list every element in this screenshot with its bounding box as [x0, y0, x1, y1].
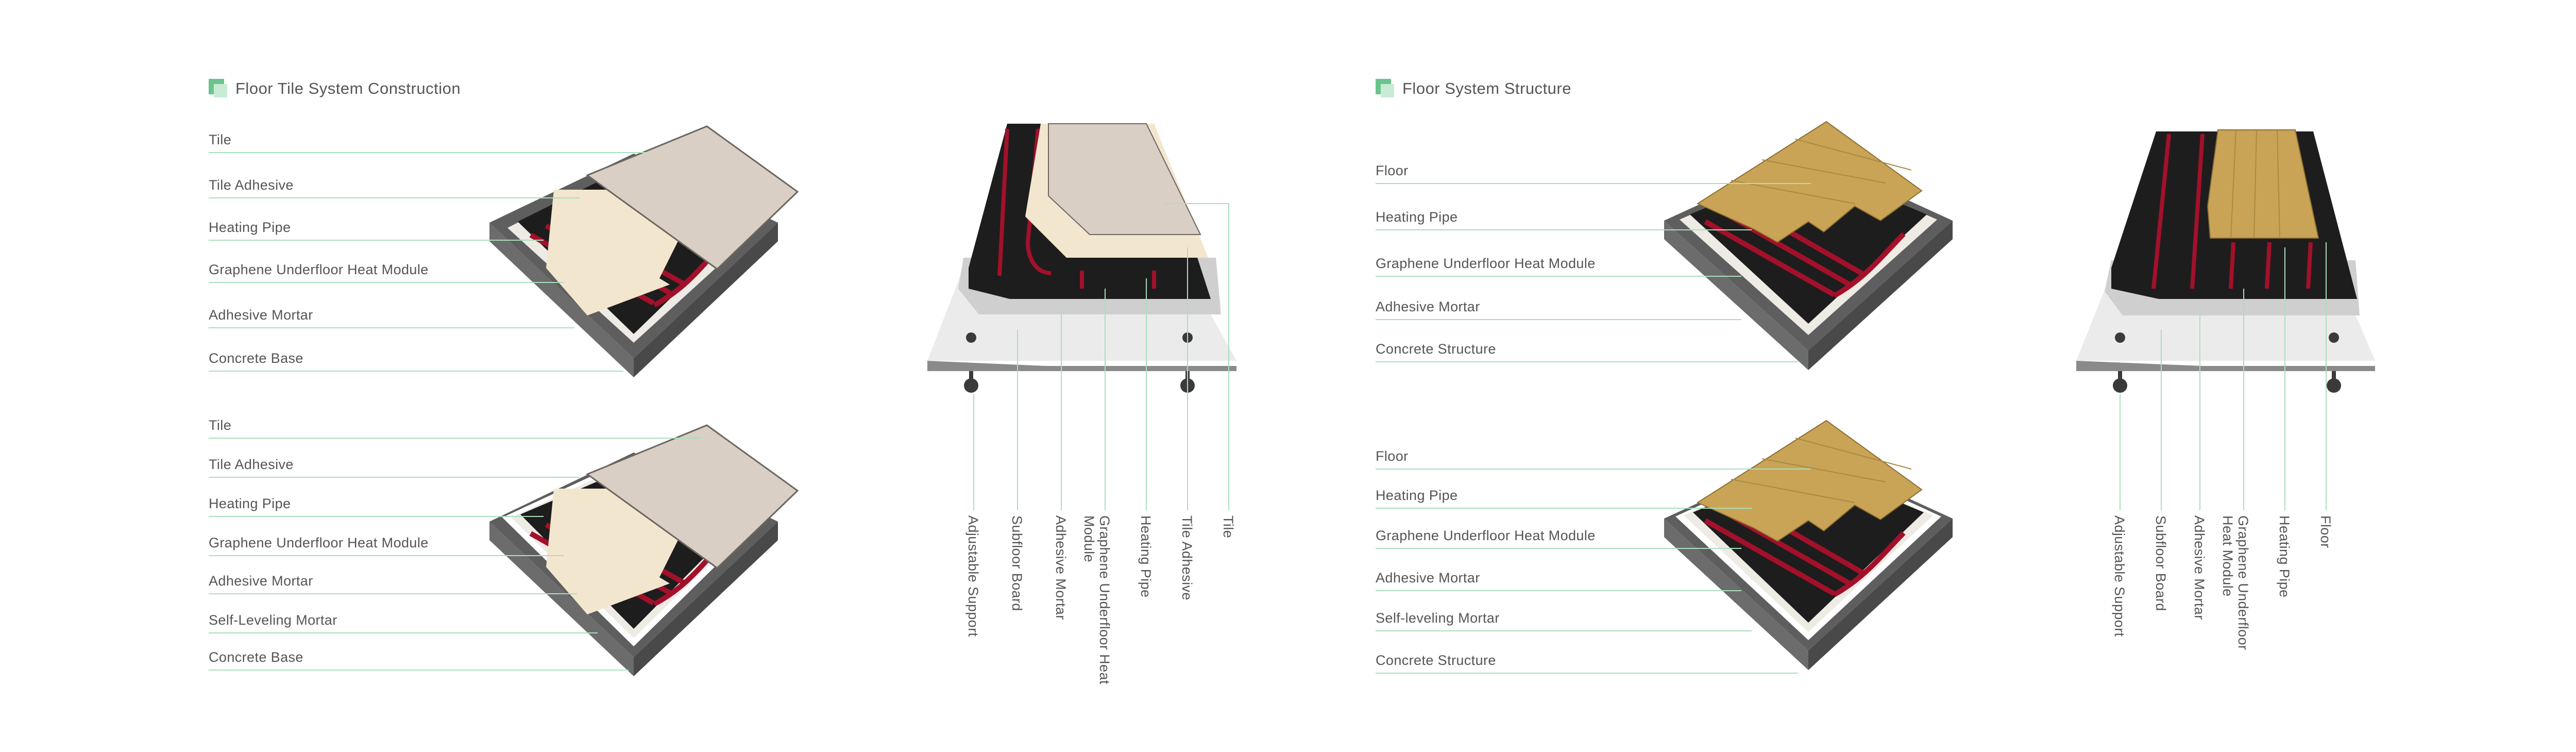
floor-layer: [1696, 420, 1923, 542]
label-adjustable-support: Adjustable Support: [965, 515, 981, 637]
section-title-text: Floor System Structure: [1402, 79, 1571, 97]
concrete-structure-right-face: [1808, 519, 1953, 670]
title-square-icon: [1376, 79, 1395, 98]
label-adhesive-mortar: Adhesive Mortar: [209, 573, 313, 589]
leader-lines-tile-raised: [973, 203, 1229, 510]
heating-pipe: [2190, 133, 2205, 289]
label-tile: Tile: [209, 417, 232, 433]
label-graphene-module: Graphene Underfloor Heat Module: [2220, 515, 2251, 650]
label-graphene-module: Graphene Underfloor Heat Module: [1376, 256, 1596, 271]
label-tile-adhesive: Tile Adhesive: [209, 457, 294, 472]
tile-iso-diagram-bottom: [489, 424, 799, 676]
label-tile: Tile: [1221, 515, 1236, 539]
support-bolt-icon: [2115, 332, 2125, 343]
label-tile: Tile: [209, 132, 232, 147]
adjustable-support-stem: [2118, 371, 2122, 382]
heating-pipe: [1833, 531, 1906, 597]
heating-pipe: [997, 128, 1009, 276]
label-graphene-module: Graphene Underfloor Heat Module: [1376, 528, 1596, 543]
label-graphene-module: Graphene Underfloor Heat Module: [209, 535, 429, 550]
label-adhesive-mortar: Adhesive Mortar: [1376, 570, 1480, 586]
floor-diagrams: [1376, 121, 2375, 674]
concrete-structure-left-face: [1664, 519, 1808, 670]
label-concrete-structure: Concrete Structure: [1376, 341, 1496, 357]
concrete-structure-left-face: [1664, 221, 1808, 370]
support-bolt-icon: [2329, 332, 2339, 343]
label-subfloor-board: Subfloor Board: [1009, 515, 1025, 611]
leader-lines-floor-bottom: [1376, 469, 1811, 674]
label-self-leveling-mortar: Self-leveling Mortar: [1376, 610, 1500, 626]
adjustable-support-foot: [2327, 378, 2341, 393]
label-concrete-base: Concrete Base: [209, 350, 303, 366]
floor-iso-diagram-bottom: [1664, 420, 1953, 670]
tile-raised-floor-diagram: [927, 123, 1236, 393]
floor-plank-seams: [1731, 139, 1912, 204]
label-adhesive-mortar: Adhesive Mortar: [209, 307, 313, 323]
floor-structure-panel: Floor System Structure: [1288, 0, 2576, 752]
label-floor: Floor: [1376, 448, 1409, 464]
label-heating-pipe: Heating Pipe: [1138, 515, 1154, 598]
subfloor-board-edge: [2076, 361, 2375, 371]
tile-layer: [585, 125, 799, 270]
adjustable-support-stem: [2332, 371, 2336, 382]
label-heating-pipe: Heating Pipe: [209, 220, 291, 235]
subfloor-board-edge: [927, 361, 1236, 371]
floor-plank-seams: [1731, 438, 1912, 503]
tile-construction-panel: Floor Tile System Construction: [209, 78, 1236, 684]
heating-pipe: [1080, 271, 1156, 289]
label-heating-pipe: Heating Pipe: [209, 496, 291, 511]
heating-pipe: [1704, 518, 1836, 596]
leader-lines-tile-top: [209, 152, 647, 372]
leader-lines-tile-bottom: [209, 438, 701, 671]
label-concrete-base: Concrete Base: [209, 649, 303, 665]
label-tile-adhesive: Tile Adhesive: [209, 177, 294, 193]
label-subfloor-board: Subfloor Board: [2153, 515, 2168, 611]
label-concrete-structure: Concrete Structure: [1376, 653, 1496, 668]
adjustable-support-foot: [964, 378, 978, 393]
section-title-tile: Floor Tile System Construction: [209, 78, 461, 99]
adjustable-support-stem: [969, 371, 973, 382]
leader-lines-floor-raised: [2120, 242, 2327, 510]
label-floor: Floor: [1376, 163, 1409, 178]
section-title-text: Floor Tile System Construction: [235, 79, 461, 97]
label-self-leveling-mortar: Self-Leveling Mortar: [209, 612, 337, 628]
label-heating-pipe: Heating Pipe: [2277, 515, 2292, 598]
label-adhesive-mortar: Adhesive Mortar: [1053, 515, 1069, 620]
label-adhesive-mortar: Adhesive Mortar: [1376, 299, 1480, 314]
leader-lines-floor-top: [1376, 183, 1811, 362]
concrete-structure-right-face: [1808, 221, 1953, 370]
tile-layer: [1048, 123, 1201, 235]
floor-layer: [1696, 121, 1923, 243]
label-tile-adhesive: Tile Adhesive: [1179, 515, 1195, 600]
label-graphene-module: Graphene Underfloor Heat Module: [209, 262, 429, 277]
heating-pipe: [2151, 133, 2171, 289]
adjustable-support-foot: [2113, 378, 2127, 393]
tile-layer: [585, 424, 799, 569]
concrete-base-right-face: [634, 522, 778, 676]
section-title-floor: Floor System Structure: [1376, 78, 1571, 99]
support-bolt-icon: [966, 332, 976, 343]
floor-layer: [2207, 129, 2319, 239]
heating-pipe: [1833, 232, 1906, 298]
tile-iso-diagram-top: [489, 125, 799, 377]
label-graphene-module: Graphene Underfloor Heat Module: [1081, 515, 1112, 684]
label-adjustable-support: Adjustable Support: [2112, 515, 2127, 637]
tile-diagrams: [209, 123, 1236, 676]
label-heating-pipe: Heating Pipe: [1376, 209, 1458, 225]
heating-pipe: [1025, 128, 1052, 275]
label-heating-pipe: Heating Pipe: [1376, 488, 1458, 503]
label-floor: Floor: [2318, 515, 2333, 548]
floor-iso-diagram-top: [1664, 121, 1953, 370]
concrete-base-left-face: [489, 223, 634, 377]
heating-pipe: [2229, 242, 2313, 289]
heating-pipe: [1704, 219, 1836, 297]
title-square-icon: [209, 79, 228, 98]
floor-plank-seams: [2230, 129, 2280, 239]
concrete-base-right-face: [634, 223, 778, 377]
floor-raised-floor-diagram: [2076, 129, 2375, 393]
label-adhesive-mortar: Adhesive Mortar: [2192, 515, 2207, 620]
concrete-base-left-face: [489, 522, 634, 676]
